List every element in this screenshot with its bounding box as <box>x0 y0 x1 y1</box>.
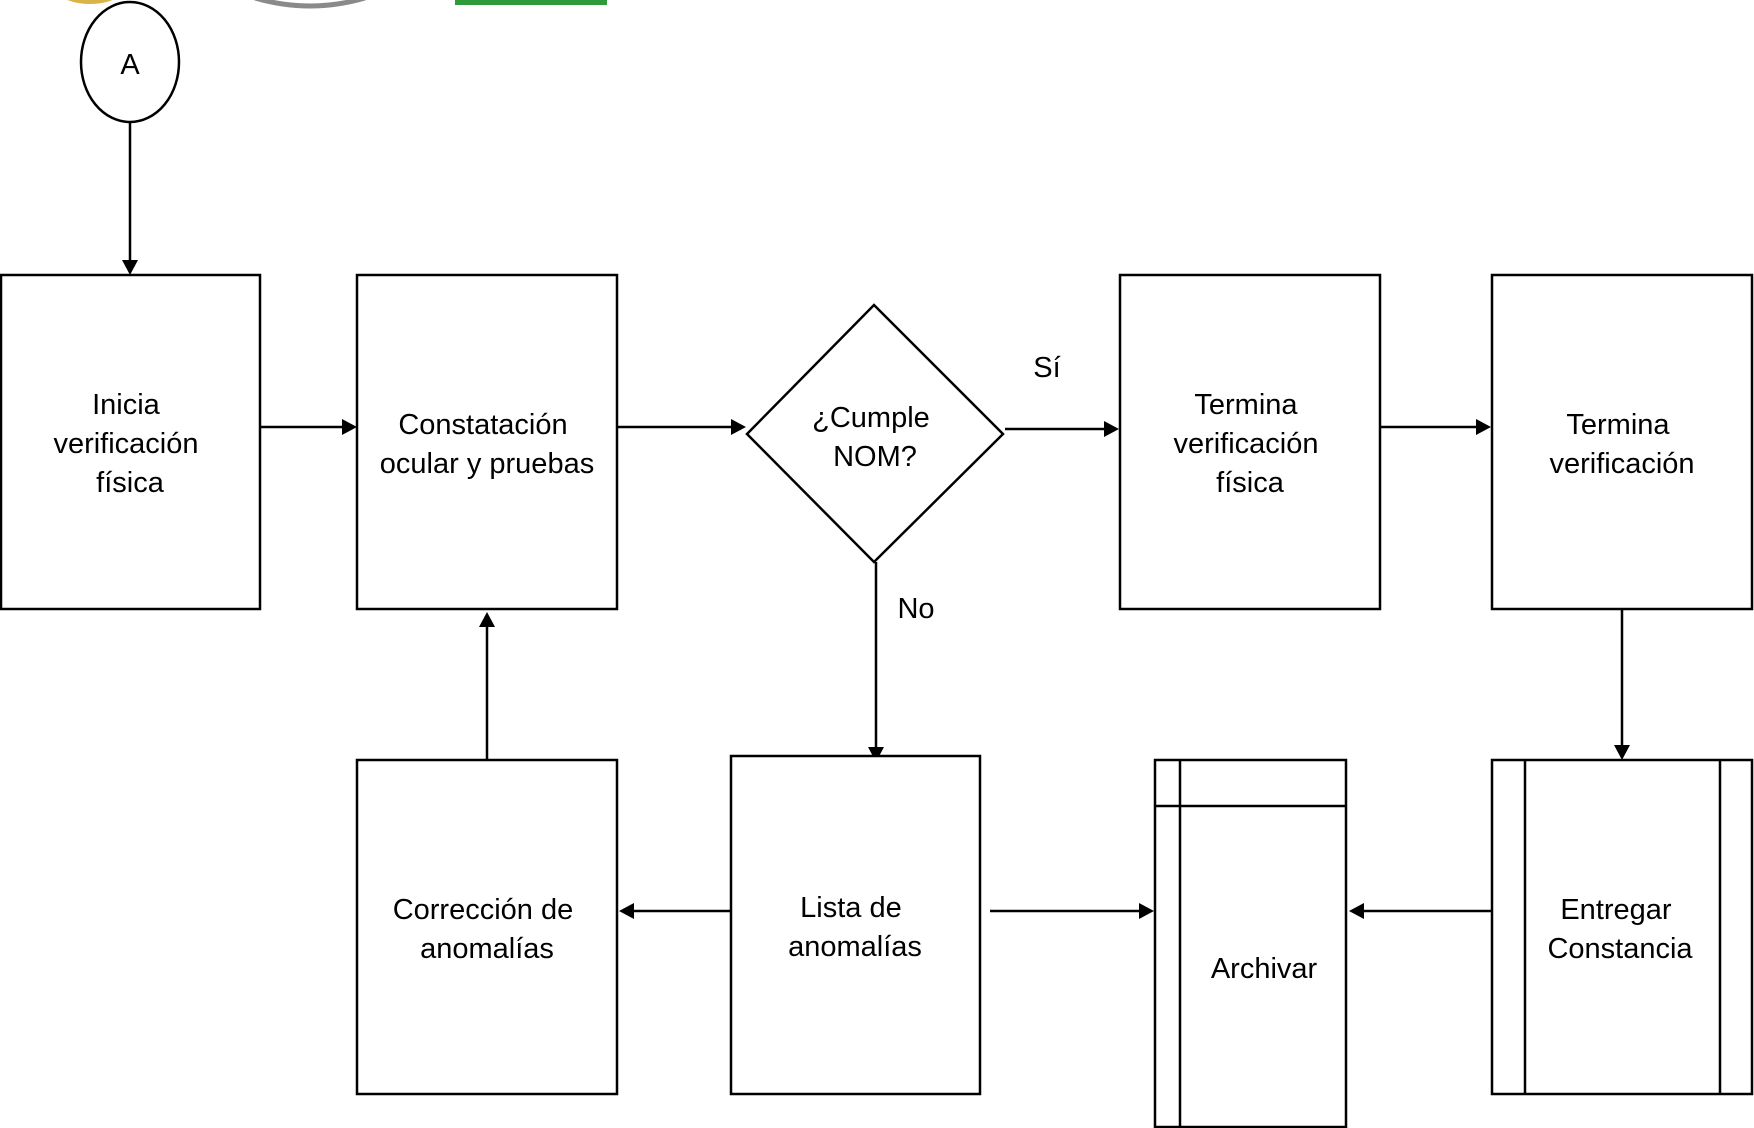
decision-label: ¿Cumple NOM? <box>812 402 938 473</box>
node-constatacion: Constatación ocular y pruebas <box>355 273 619 611</box>
connector-a-label: A <box>120 49 140 81</box>
node-inicia-verificacion: Inicia verificación física <box>0 273 262 611</box>
node-entregar-constancia: Entregar Constancia <box>1490 758 1754 1096</box>
logo-green-bar-icon <box>455 0 607 5</box>
edge-label-yes: Sí <box>1033 352 1060 384</box>
node-correccion-anomalias: Corrección de anomalías <box>355 758 619 1096</box>
node-termina-verif-label: Termina verificación <box>1549 409 1694 480</box>
header-logos <box>67 0 607 9</box>
node-lista-label: Lista de anomalías <box>788 892 922 963</box>
node-archivar: Archivar <box>1153 758 1348 1128</box>
logo-seal-icon <box>254 0 366 9</box>
node-constatacion-label: Constatación ocular y pruebas <box>380 409 594 480</box>
edges <box>122 122 1630 919</box>
node-termina-verificacion: Termina verificación <box>1490 273 1754 611</box>
node-entregar-label: Entregar Constancia <box>1547 894 1693 965</box>
node-inicia-label: Inicia verificación física <box>53 389 206 499</box>
decision-cumple-nom: ¿Cumple NOM? <box>745 303 1005 564</box>
node-termina-fisica-label: Termina verificación física <box>1173 389 1326 499</box>
logo-gold-icon <box>67 0 113 4</box>
node-lista-anomalias: Lista de anomalías <box>729 754 982 1096</box>
node-termina-verificacion-fisica: Termina verificación física <box>1118 273 1382 611</box>
node-archivar-label: Archivar <box>1211 953 1318 985</box>
edge-label-no: No <box>897 593 934 625</box>
node-correccion-label: Corrección de anomalías <box>393 894 582 965</box>
connector-a: A <box>79 0 181 124</box>
